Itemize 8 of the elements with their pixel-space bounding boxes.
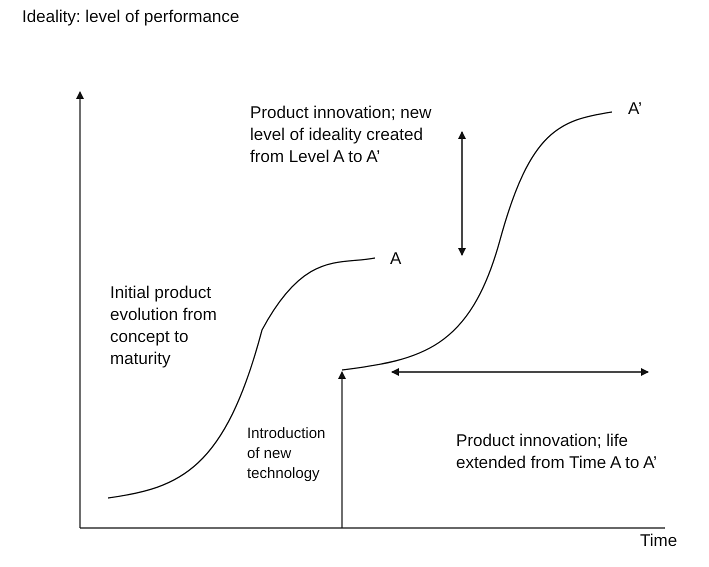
axis-title: Time [640,530,678,552]
annotation-text: Product innovation; life extended from Time A to A’ [456,430,658,474]
annotation-text: Initial product evolution from concept to maturity [110,282,218,370]
curve-label: A [390,248,402,270]
axis-title: Ideality: level of performance [22,6,240,28]
annotation-text: Product innovation; new level of ideality created from Level A to A’ [250,102,432,168]
curve-label: A’ [628,98,643,120]
annotation-text: Introduction of new technology [247,424,326,484]
